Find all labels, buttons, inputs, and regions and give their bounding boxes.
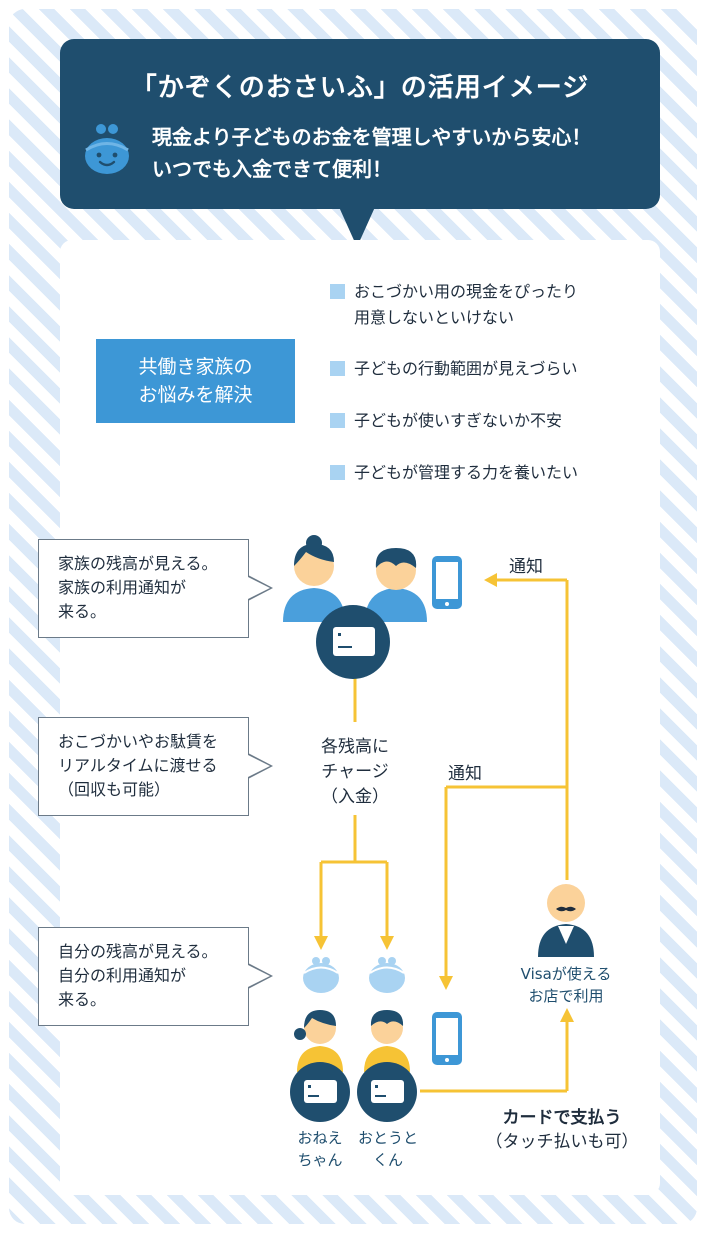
charge-label-line: チャージ — [321, 762, 389, 782]
bubble-text: おこづかいやお駄賃を — [58, 732, 219, 751]
child-card-icon — [290, 1062, 350, 1122]
bubble-text: （回収も可能） — [58, 780, 171, 799]
shop-label: Visaが使える お店で利用 — [506, 963, 626, 1007]
smartphone-icon — [432, 556, 462, 609]
self-balance-bubble: 自分の残高が見える。 自分の利用通知が 来る。 — [38, 927, 273, 1026]
child1-label: おねえ ちゃん — [290, 1127, 350, 1171]
payment-label: カードで支払う （タッチ払いも可） — [482, 1106, 642, 1154]
worry-item-text: 用意しないといけない — [354, 308, 515, 327]
arrow-to-parent-phone — [484, 573, 497, 587]
realtime-transfer-bubble: おこづかいやお駄賃を リアルタイムに渡せる （回収も可能） — [38, 717, 273, 816]
charge-label: 各残高に チャージ （入金） — [305, 735, 405, 810]
header-line-2: いつでも入金できて便利！ — [152, 157, 392, 181]
worry-solution-box: 共働き家族の お悩みを解決 — [96, 339, 295, 423]
charge-label-line: （入金） — [321, 787, 389, 807]
shopkeeper-icon — [538, 884, 594, 957]
payment-label-line: （タッチ払いも可） — [485, 1132, 639, 1152]
bubble-text: 自分の利用通知が — [58, 966, 187, 985]
child1-label-line: ちゃん — [297, 1151, 343, 1169]
square-bullet-icon — [330, 361, 345, 376]
payment-label-line: カードで支払う — [502, 1108, 622, 1128]
bubble-text: 来る。 — [58, 602, 107, 621]
child2-label: おとうと くん — [352, 1127, 424, 1171]
charge-label-line: 各残高に — [321, 737, 389, 757]
notify-label-mid: 通知 — [448, 764, 482, 784]
worry-box-line-2: お悩みを解決 — [138, 384, 253, 406]
bubble-tail — [248, 755, 270, 777]
bubble-text: 家族の残高が見える。 — [58, 554, 218, 573]
square-bullet-icon — [330, 284, 345, 299]
shop-label-line: Visaが使える — [520, 965, 612, 983]
bubble-text: 自分の残高が見える。 — [58, 942, 218, 961]
bubble-tail — [248, 577, 270, 599]
bubble-text: 来る。 — [58, 990, 107, 1009]
header-banner: 「かぞくのおさいふ」の活用イメージ 現金より子どものお金を管理しやすいから安心！… — [60, 39, 660, 209]
worry-box-line-1: 共働き家族の — [138, 356, 253, 378]
worry-item-text: 子どもが使いすぎないか不安 — [354, 411, 563, 430]
bubble-text: リアルタイムに渡せる — [58, 756, 218, 775]
notify-label-top: 通知 — [509, 557, 543, 577]
child-card-icon — [357, 1062, 417, 1122]
purse-smile-icon — [85, 124, 129, 174]
family-card-icon — [316, 605, 390, 679]
arrow-to-child2-purse — [380, 936, 394, 950]
header-line-1: 現金より子どものお金を管理しやすいから安心！ — [152, 125, 592, 149]
arrow-to-shop — [560, 1008, 574, 1022]
worry-item-text: 子どもの行動範囲が見えづらい — [354, 359, 578, 378]
smartphone-icon — [432, 1012, 462, 1065]
child2-label-line: おとうと — [357, 1129, 418, 1147]
square-bullet-icon — [330, 413, 345, 428]
child2-label-line: くん — [372, 1151, 403, 1169]
shop-label-line: お店で利用 — [528, 987, 604, 1005]
arrow-to-child-phone — [439, 976, 453, 990]
worry-item-text: おこづかい用の現金をぴったり — [354, 282, 579, 301]
worry-item-text: 子どもが管理する力を養いたい — [354, 463, 579, 482]
purse-icon — [369, 957, 405, 993]
mother-icon — [283, 535, 345, 622]
page-title: 「かぞくのおさいふ」の活用イメージ — [130, 73, 590, 103]
family-balance-bubble: 家族の残高が見える。 家族の利用通知が 来る。 — [38, 539, 273, 638]
child1-label-line: おねえ — [297, 1129, 343, 1147]
bubble-text: 家族の利用通知が — [58, 578, 187, 597]
purse-icon — [303, 957, 339, 993]
arrow-to-child1-purse — [314, 936, 328, 950]
father-icon — [365, 548, 427, 622]
square-bullet-icon — [330, 465, 345, 480]
bubble-tail — [248, 965, 270, 987]
